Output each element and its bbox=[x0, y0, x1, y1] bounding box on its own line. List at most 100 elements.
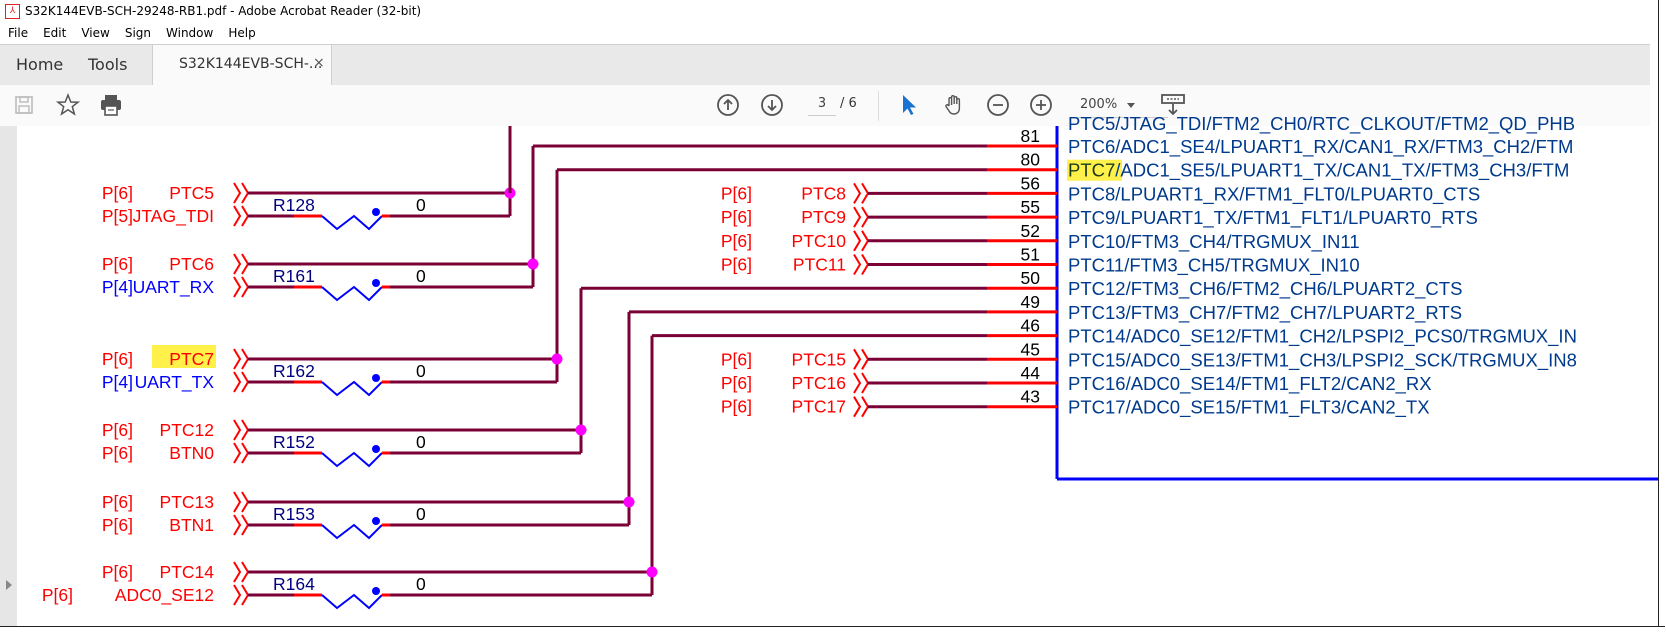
resistor-symbol bbox=[321, 285, 383, 302]
schematic-drawing: PTC5/JTAG_TDI/FTM2_CH0/RTC_CLKOUT/FTM2_Q… bbox=[42, 113, 1660, 610]
resistor-symbol bbox=[321, 214, 383, 231]
net-label: PTC11 bbox=[793, 255, 846, 275]
offpage-ref: P[6] bbox=[102, 183, 133, 203]
pin-number: 45 bbox=[1021, 339, 1040, 359]
resistor-symbol bbox=[321, 593, 383, 610]
page-down-icon[interactable] bbox=[758, 91, 786, 119]
junction-dot bbox=[527, 258, 539, 270]
menu-edit[interactable]: Edit bbox=[43, 25, 67, 40]
zoom-level-value: 200% bbox=[1080, 97, 1118, 112]
offpage-connector-icon bbox=[853, 396, 862, 418]
offpage-ref: P[6] bbox=[102, 515, 133, 535]
tab-tools[interactable]: Tools bbox=[88, 55, 128, 74]
offpage-connector-icon bbox=[233, 205, 242, 227]
save-icon[interactable] bbox=[10, 91, 38, 119]
offpage-connector-icon bbox=[853, 206, 862, 228]
select-cursor-icon[interactable] bbox=[895, 91, 923, 119]
resistor-refdes: R152 bbox=[273, 432, 315, 452]
offpage-connector-icon bbox=[241, 491, 250, 513]
menu-help[interactable]: Help bbox=[228, 25, 256, 40]
ic-pin-function: PTC11/FTM3_CH5/TRGMUX_IN10 bbox=[1068, 255, 1360, 277]
resistor-value: 0 bbox=[416, 361, 426, 381]
resistor-refdes: R162 bbox=[273, 361, 315, 381]
page-up-icon[interactable] bbox=[714, 91, 742, 119]
net-label: PTC7 bbox=[169, 349, 214, 369]
menu-sign[interactable]: Sign bbox=[124, 25, 152, 40]
menu-window[interactable]: Window bbox=[166, 25, 214, 40]
offpage-connector-icon bbox=[861, 206, 870, 228]
ic-pin-function: PTC16/ADC0_SE14/FTM1_FLT2/CAN2_RX bbox=[1068, 373, 1432, 395]
ic-pin-function: PTC17/ADC0_SE15/FTM1_FLT3/CAN2_TX bbox=[1068, 397, 1430, 419]
offpage-connector-icon bbox=[233, 514, 242, 536]
pin-number: 80 bbox=[1021, 150, 1041, 170]
offpage-connector-icon bbox=[241, 205, 250, 227]
net-label: PTC10 bbox=[792, 231, 847, 251]
offpage-ref: P[6] bbox=[102, 349, 133, 369]
offpage-connector-icon bbox=[241, 276, 250, 298]
offpage-ref: P[6] bbox=[721, 397, 752, 417]
resistor-value: 0 bbox=[416, 574, 426, 594]
offpage-connector-icon bbox=[861, 230, 870, 252]
close-tab-icon[interactable]: × bbox=[313, 55, 325, 71]
pin-number: 49 bbox=[1021, 292, 1040, 312]
pin-number: 51 bbox=[1021, 245, 1040, 265]
offpage-connector-icon bbox=[861, 182, 870, 204]
net-label: PTC16 bbox=[792, 373, 846, 393]
offpage-connector-icon bbox=[853, 182, 862, 204]
offpage-connector-icon bbox=[241, 253, 250, 275]
net-label: PTC9 bbox=[801, 207, 846, 227]
offpage-ref: P[6] bbox=[102, 420, 133, 440]
offpage-ref: P[4] bbox=[102, 372, 133, 392]
offpage-connector-icon bbox=[241, 419, 250, 441]
offpage-connector-icon bbox=[861, 253, 870, 276]
bookmark-star-icon[interactable] bbox=[54, 91, 82, 119]
ic-pin-function: PTC9/LPUART1_TX/FTM1_FLT1/LPUART0_RTS bbox=[1068, 207, 1478, 229]
menu-view[interactable]: View bbox=[81, 25, 110, 40]
offpage-connector-icon bbox=[853, 253, 862, 276]
zoom-level-select[interactable]: 200% bbox=[1070, 93, 1168, 118]
chevron-down-icon bbox=[1127, 103, 1135, 108]
offpage-connector-icon bbox=[241, 561, 250, 583]
pin-number: 44 bbox=[1021, 363, 1041, 383]
acrobat-app-icon: ⅄ bbox=[5, 3, 20, 19]
menu-file[interactable]: File bbox=[8, 25, 29, 40]
offpage-ref: P[6] bbox=[102, 443, 133, 463]
document-view[interactable]: PTC5/JTAG_TDI/FTM2_CH0/RTC_CLKOUT/FTM2_Q… bbox=[17, 113, 1660, 626]
resistor-pin1-dot bbox=[372, 374, 380, 382]
zoom-in-icon[interactable] bbox=[1027, 91, 1055, 119]
tab-document[interactable]: S32K144EVB-SCH-... × bbox=[152, 45, 332, 86]
page-number-input[interactable]: 3 bbox=[808, 93, 836, 116]
offpage-connector-icon bbox=[241, 348, 250, 370]
hand-pan-icon[interactable] bbox=[940, 91, 968, 119]
offpage-ref: P[6] bbox=[721, 183, 752, 203]
page-total: / 6 bbox=[840, 96, 857, 111]
pin-number: 55 bbox=[1021, 197, 1040, 217]
net-label: PTC12 bbox=[160, 420, 214, 440]
window-edge-bottom bbox=[0, 626, 1665, 639]
keyboard-read-mode-icon[interactable] bbox=[1159, 91, 1187, 119]
resistor-symbol bbox=[321, 523, 383, 540]
pin-number: 52 bbox=[1021, 221, 1040, 241]
net-label: PTC17 bbox=[792, 397, 846, 417]
offpage-connector-icon bbox=[241, 371, 250, 393]
offpage-connector-icon bbox=[233, 276, 242, 298]
offpage-ref: P[6] bbox=[721, 207, 752, 227]
offpage-connector-icon bbox=[241, 584, 250, 606]
tab-home[interactable]: Home bbox=[16, 55, 64, 74]
zoom-out-icon[interactable] bbox=[984, 91, 1012, 119]
offpage-connector-icon bbox=[853, 348, 862, 370]
offpage-connector-icon bbox=[853, 230, 862, 252]
net-label: BTN0 bbox=[169, 443, 214, 463]
net-label: PTC14 bbox=[160, 562, 215, 582]
window-titlebar: ⅄ S32K144EVB-SCH-29248-RB1.pdf - Adobe A… bbox=[0, 0, 1650, 22]
offpage-ref: P[6] bbox=[721, 373, 752, 393]
expand-panel-icon[interactable] bbox=[6, 580, 12, 590]
net-label: JTAG_TDI bbox=[133, 206, 214, 227]
offpage-connector-icon bbox=[241, 182, 250, 204]
offpage-ref: P[6] bbox=[721, 255, 752, 275]
print-icon[interactable] bbox=[97, 91, 125, 119]
offpage-connector-icon bbox=[233, 491, 242, 513]
offpage-ref: P[4] bbox=[102, 277, 133, 297]
offpage-ref: P[6] bbox=[102, 492, 133, 512]
ic-pin-function: PTC8/LPUART1_RX/FTM1_FLT0/LPUART0_CTS bbox=[1068, 183, 1480, 205]
